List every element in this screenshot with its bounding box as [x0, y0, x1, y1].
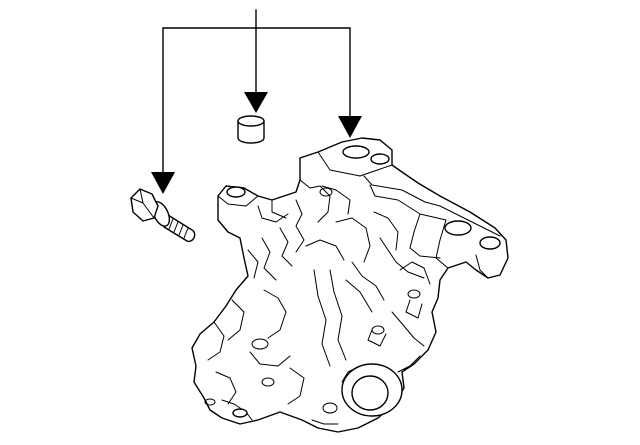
flange-bolt-icon	[130, 188, 196, 243]
oil-pump-assembly-icon	[191, 137, 509, 433]
arrowhead-pump	[338, 116, 362, 138]
dowel-pin-icon	[237, 115, 265, 144]
callout-leader	[151, 9, 362, 194]
arrowhead-bolt	[151, 172, 175, 194]
arrowhead-dowel	[244, 92, 268, 113]
